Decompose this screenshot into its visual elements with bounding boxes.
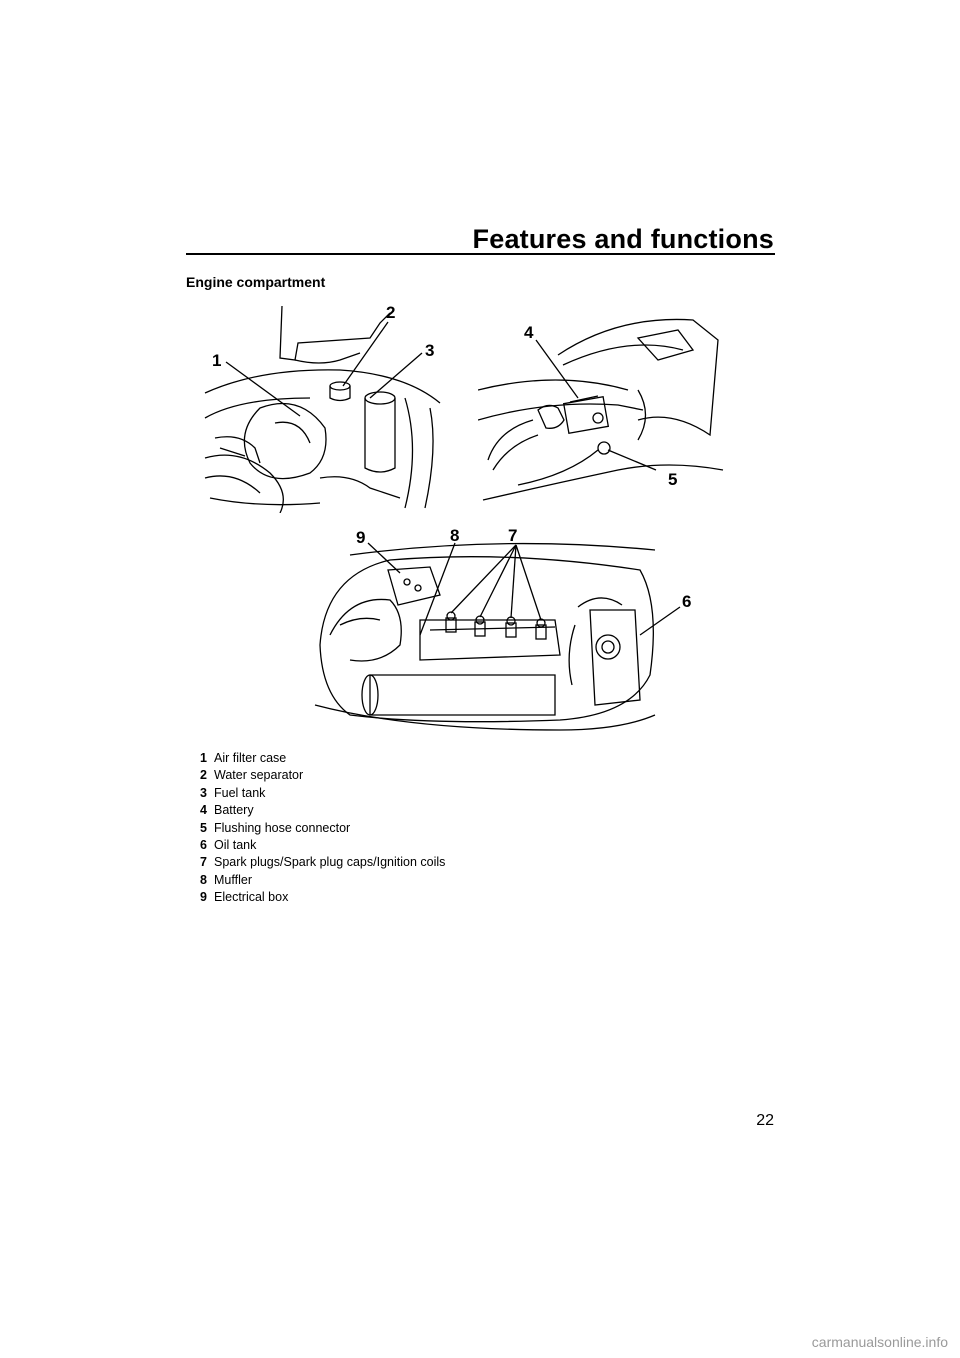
legend-label: Battery xyxy=(214,803,254,818)
legend-item: 3 Fuel tank xyxy=(200,785,445,802)
section-heading: Engine compartment xyxy=(186,274,326,290)
callout-5: 5 xyxy=(668,470,677,489)
legend-label: Flushing hose connector xyxy=(214,820,351,835)
legend-item: 1 Air filter case xyxy=(200,750,445,767)
legend-list: 1 Air filter case 2 Water separator 3 Fuel … xyxy=(200,750,445,907)
legend-item: 7 Spark plugs/Spark plug caps/Ignition co… xyxy=(200,854,445,871)
watermark: carmanualsonline.info xyxy=(811,1334,948,1350)
callout-4: 4 xyxy=(524,323,534,342)
legend-number: 9 xyxy=(200,890,207,905)
legend-label: Water separator xyxy=(214,768,304,783)
callout-3: 3 xyxy=(425,341,434,360)
legend-number: 1 xyxy=(200,751,207,765)
legend-number: 8 xyxy=(200,872,207,887)
legend-number: 5 xyxy=(200,820,207,835)
legend-label: Muffler xyxy=(214,872,252,887)
callout-2: 2 xyxy=(386,303,395,322)
title-rule xyxy=(186,253,775,255)
legend-number: 7 xyxy=(200,855,207,870)
legend-label: Air filter case xyxy=(214,751,287,765)
callout-8: 8 xyxy=(450,526,459,545)
legend-item: 2 Water separator xyxy=(200,767,445,784)
legend-number: 3 xyxy=(200,785,207,800)
legend-item: 9 Electrical box xyxy=(200,889,445,906)
legend-number: 4 xyxy=(200,803,207,818)
legend-number: 6 xyxy=(200,838,207,853)
callout-1: 1 xyxy=(212,351,221,370)
legend-item: 8 Muffler xyxy=(200,872,445,889)
legend-item: 4 Battery xyxy=(200,802,445,819)
page-title: Features and functions xyxy=(472,224,774,254)
legend-item: 5 Flushing hose connector xyxy=(200,820,445,837)
legend-label: Electrical box xyxy=(214,890,289,905)
callout-7: 7 xyxy=(508,526,517,545)
legend-label: Oil tank xyxy=(214,838,257,853)
legend-label: Spark plugs/Spark plug caps/Ignition coi… xyxy=(214,855,446,870)
legend-label: Fuel tank xyxy=(214,785,266,800)
figure-battery-area: 4 5 xyxy=(478,310,728,505)
callout-9: 9 xyxy=(356,528,365,547)
figure-engine-compartment: 9 8 7 6 xyxy=(310,525,695,745)
figure-air-filter-area: 1 2 3 xyxy=(200,298,450,513)
page-number: 22 xyxy=(756,1112,774,1129)
legend-item: 6 Oil tank xyxy=(200,837,445,854)
legend-number: 2 xyxy=(200,768,207,783)
callout-6: 6 xyxy=(682,592,691,611)
